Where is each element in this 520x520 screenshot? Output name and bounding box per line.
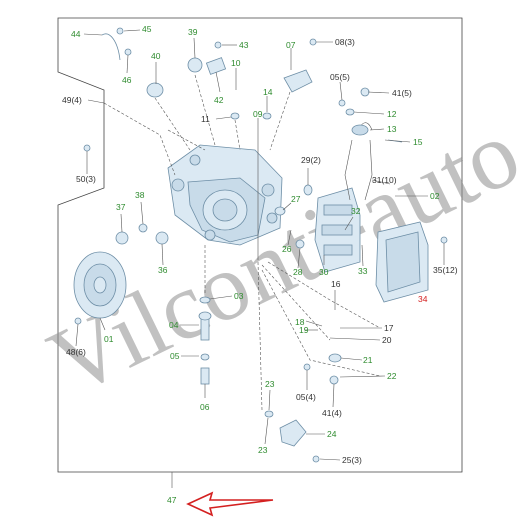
callout-07: 07 <box>286 40 296 50</box>
callout-45: 45 <box>142 24 152 34</box>
callout-23-top: 23 <box>265 379 275 389</box>
callout-26: 26 <box>282 244 292 254</box>
direction-arrow <box>186 491 274 517</box>
callout-05-5: 05(5) <box>330 72 350 82</box>
callout-21: 21 <box>363 355 373 365</box>
callout-30: 30 <box>319 267 329 277</box>
wiring-harness <box>344 122 373 201</box>
callout-13: 13 <box>387 124 397 134</box>
callout-10: 10 <box>231 58 241 68</box>
oil-pan <box>375 221 429 303</box>
callout-17: 17 <box>384 323 394 333</box>
callout-41-4: 41(4) <box>322 408 342 418</box>
callout-15: 15 <box>413 137 423 147</box>
callout-labels: 44 45 46 40 39 43 07 08(3) 10 42 05(5) 4… <box>62 24 458 505</box>
callout-29: 29(2) <box>301 155 321 165</box>
callout-42: 42 <box>214 95 224 105</box>
callout-02: 02 <box>430 191 440 201</box>
callout-44: 44 <box>71 29 81 39</box>
callout-35: 35(12) <box>433 265 458 275</box>
callout-27: 27 <box>291 194 301 204</box>
callout-43: 43 <box>239 40 249 50</box>
callout-50: 50(3) <box>76 174 96 184</box>
callout-19: 19 <box>299 325 309 335</box>
callout-37: 37 <box>116 202 126 212</box>
callout-22: 22 <box>387 371 397 381</box>
callout-04: 04 <box>169 320 179 330</box>
callout-46: 46 <box>122 75 132 85</box>
callout-48: 48(6) <box>66 347 86 357</box>
callout-05-4: 05(4) <box>296 392 316 402</box>
callout-39: 39 <box>188 27 198 37</box>
callout-23-bottom: 23 <box>258 445 268 455</box>
callout-34: 34 <box>418 294 428 304</box>
callout-16: 16 <box>331 279 341 289</box>
callout-47: 47 <box>167 495 177 505</box>
callout-14: 14 <box>263 87 273 97</box>
valve-body <box>314 187 361 273</box>
callout-03: 03 <box>234 291 244 301</box>
callout-36: 36 <box>158 265 168 275</box>
callout-24: 24 <box>327 429 337 439</box>
callout-41-5: 41(5) <box>392 88 412 98</box>
callout-09: 09 <box>253 109 263 119</box>
callout-08: 08(3) <box>335 37 355 47</box>
diagram-frame <box>57 17 463 473</box>
torque-converter <box>73 251 127 319</box>
callout-33: 33 <box>358 266 368 276</box>
leader-lines <box>75 29 445 488</box>
small-parts <box>74 27 448 463</box>
callout-32: 32 <box>351 206 361 216</box>
callout-12: 12 <box>387 109 397 119</box>
callout-01: 01 <box>104 334 114 344</box>
callout-49: 49(4) <box>62 95 82 105</box>
callout-31: 31(10) <box>372 175 397 185</box>
callout-40: 40 <box>151 51 161 61</box>
callout-05: 05 <box>170 351 180 361</box>
transmission-housing <box>167 144 283 246</box>
callout-28: 28 <box>293 267 303 277</box>
callout-18: 18 <box>295 317 305 327</box>
callout-25: 25(3) <box>342 455 362 465</box>
callout-20: 20 <box>382 335 392 345</box>
callout-06: 06 <box>200 402 210 412</box>
callout-38: 38 <box>135 190 145 200</box>
callout-11: 11 <box>201 114 210 124</box>
